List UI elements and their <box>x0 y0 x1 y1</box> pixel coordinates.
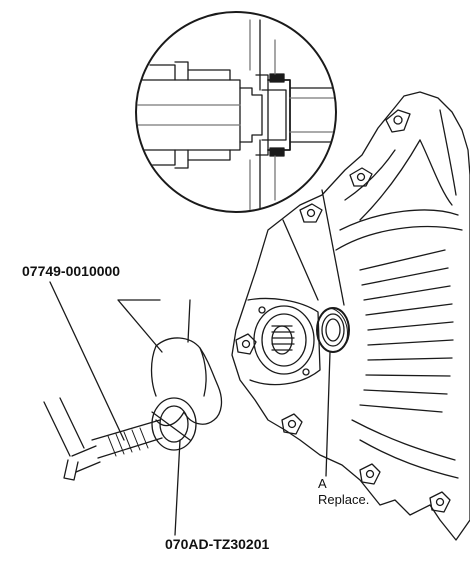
magnifier-leader-right <box>321 189 345 306</box>
leader-tool-1 <box>49 281 125 441</box>
callout-a-label: A <box>318 476 327 491</box>
tool-part-number-label: 07749-0010000 <box>22 263 121 279</box>
leader-tool-2 <box>174 439 181 536</box>
magnifier-leader-left <box>282 219 319 301</box>
callout-a-note: Replace. <box>318 492 370 507</box>
magnified-detail <box>135 11 337 213</box>
hand-with-tool <box>43 299 223 481</box>
transmission-case <box>231 91 470 541</box>
leader-a <box>325 351 331 477</box>
attachment-part-number-label: 070AD-TZ30201 <box>165 536 270 552</box>
